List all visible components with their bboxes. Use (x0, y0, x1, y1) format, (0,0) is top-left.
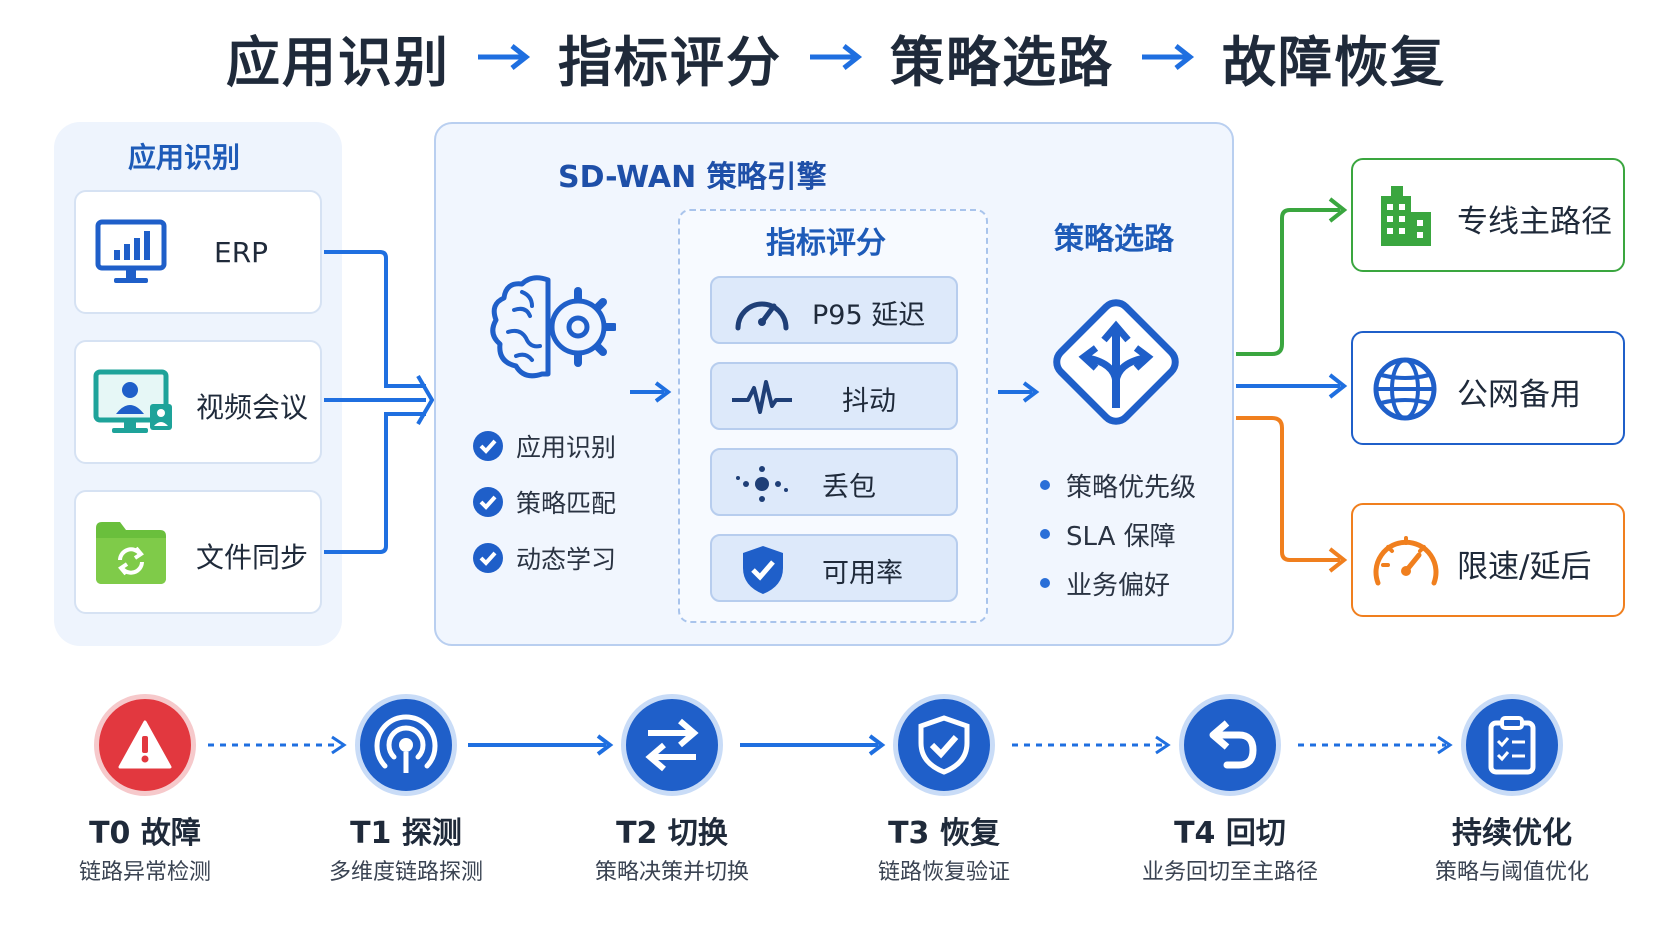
check-label-dynamic-learning: 动态学习 (516, 545, 617, 574)
metric-card-availability: 可用率 (710, 534, 958, 602)
arrow-right-icon (810, 44, 863, 70)
packet-loss-icon (736, 466, 788, 502)
timeline-node-t3 (893, 694, 995, 796)
shield-check-icon (743, 546, 783, 594)
timeline-node-optimize (1461, 694, 1563, 796)
arrow-right-icon (630, 381, 672, 403)
title-step-policy-routing: 策略选路 (890, 30, 1114, 94)
arrow-right-icon (1142, 44, 1195, 70)
arrow-right-icon (478, 44, 531, 70)
path-label-dedicated-line: 专线主路径 (1457, 204, 1612, 240)
timeline-node-t2 (621, 694, 723, 796)
path-label-rate-limit: 限速/延后 (1457, 549, 1592, 585)
timeline-title-t3: T3 恢复 (888, 816, 1000, 851)
timeline-sub-t0: 链路异常检测 (78, 860, 211, 885)
check-label-policy-match: 策略匹配 (516, 489, 617, 518)
timeline-title-t0: T0 故障 (89, 816, 201, 851)
app-label-erp: ERP (214, 236, 269, 269)
timeline-title-optimize: 持续优化 (1452, 816, 1572, 851)
timeline-node-t1 (355, 694, 457, 796)
path-card-rate-limit[interactable]: 限速/延后 (1351, 503, 1625, 617)
app-card-erp[interactable]: ERP (74, 190, 322, 314)
app-to-engine-connectors (324, 250, 435, 554)
app-panel-heading: 应用识别 (128, 141, 241, 174)
timeline-sub-t3: 链路恢复验证 (877, 860, 1010, 885)
warning-icon (118, 720, 172, 769)
routing-bullet-sla: SLA 保障 (1066, 522, 1176, 552)
path-card-public-backup[interactable]: 公网备用 (1351, 331, 1625, 445)
bullet-dot (1040, 529, 1050, 539)
timeline-title-t2: T2 切换 (616, 816, 728, 851)
timeline-title-t1: T1 探测 (350, 816, 462, 851)
routing-bullet-priority: 策略优先级 (1066, 473, 1197, 503)
timeline-sub-t2: 策略决策并切换 (594, 860, 749, 885)
timeline-sub-t1: 多维度链路探测 (328, 860, 483, 885)
check-circle-icon (473, 431, 503, 461)
title-step-fault-recovery: 故障恢复 (1222, 30, 1446, 94)
video-conference-icon (93, 369, 172, 433)
bullet-dot (1040, 578, 1050, 588)
timeline-node-t0 (94, 694, 196, 796)
path-card-dedicated-line[interactable]: 专线主路径 (1351, 158, 1625, 272)
engine-to-path-connectors (1236, 197, 1348, 573)
metric-card-packet-loss: 丢包 (710, 448, 958, 516)
timeline-title-t4: T4 回切 (1174, 816, 1286, 851)
pulse-icon (732, 380, 792, 414)
folder-sync-icon (96, 522, 166, 584)
metric-label-jitter: 抖动 (842, 386, 896, 417)
metric-card-p95-latency: P95 延迟 (710, 276, 958, 344)
check-label-app-identify: 应用识别 (516, 433, 617, 462)
check-circle-icon (473, 543, 503, 573)
app-label-file-sync: 文件同步 (196, 541, 309, 574)
app-label-video-conference: 视频会议 (196, 391, 309, 424)
routing-heading: 策略选路 (1054, 222, 1174, 257)
title-step-app-identify: 应用识别 (226, 30, 450, 94)
check-circle-icon (473, 487, 503, 517)
swap-arrows-icon (645, 718, 699, 772)
speedometer-icon (1373, 536, 1439, 586)
undo-arrow-icon (1209, 720, 1257, 769)
timeline-connectors (208, 734, 1453, 756)
clipboard-checklist-icon (1488, 716, 1536, 775)
timeline-sub-optimize: 策略与阈值优化 (1434, 860, 1589, 885)
metric-label-availability: 可用率 (822, 558, 903, 589)
monitor-chart-icon (95, 219, 167, 283)
route-split-icon (1053, 299, 1179, 425)
metric-label-packet-loss: 丢包 (822, 472, 876, 503)
app-card-file-sync[interactable]: 文件同步 (74, 490, 322, 614)
bullet-dot (1040, 480, 1050, 490)
metrics-heading: 指标评分 (766, 226, 886, 261)
building-icon (1381, 186, 1431, 246)
timeline-node-t4 (1179, 694, 1281, 796)
globe-icon (1373, 357, 1437, 421)
signal-probe-icon (374, 714, 438, 773)
brain-gear-icon (490, 275, 616, 379)
arrow-right-icon (998, 381, 1040, 403)
metric-label-p95-latency: P95 延迟 (812, 300, 926, 331)
metric-card-jitter: 抖动 (710, 362, 958, 430)
timeline-sub-t4: 业务回切至主路径 (1141, 860, 1318, 885)
shield-check-icon (918, 715, 970, 775)
title-step-metric-score: 指标评分 (558, 30, 782, 94)
routing-bullet-preference: 业务偏好 (1066, 571, 1171, 601)
page-title: 应用识别 指标评分 策略选路 故障恢复 (0, 22, 1672, 94)
app-card-video-conference[interactable]: 视频会议 (74, 340, 322, 464)
gauge-icon (735, 301, 789, 331)
engine-title: SD-WAN 策略引擎 (558, 160, 827, 195)
path-label-public-backup: 公网备用 (1457, 377, 1581, 413)
